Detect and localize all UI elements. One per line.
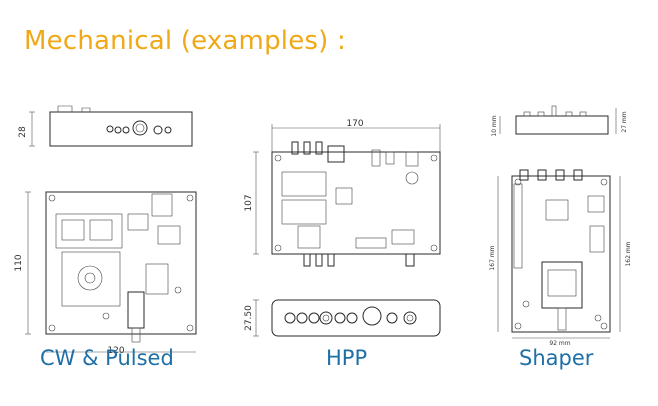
cw-dim-left: 110 bbox=[14, 254, 24, 271]
shaper-dim-left: 167 mm bbox=[489, 245, 496, 270]
hpp-drawing: 170 107 bbox=[244, 119, 441, 337]
cw-pulsed-drawing: 28 110 120 bbox=[14, 105, 197, 356]
hpp-dim-front: 27.50 bbox=[244, 305, 254, 331]
cw-pulsed-side-view: 28 bbox=[18, 105, 193, 147]
hpp-dim-width: 170 bbox=[346, 119, 363, 129]
shaper-caption: Shaper bbox=[519, 346, 594, 370]
shaper-dim-bottom: 92 mm bbox=[549, 340, 570, 347]
hpp-caption: HPP bbox=[326, 346, 368, 370]
shaper-drawing: 10 mm 27 mm 167 mm 162 mm bbox=[489, 105, 632, 347]
cw-dim-bottom: 120 bbox=[107, 346, 124, 356]
shaper-dim-top-right: 27 mm bbox=[621, 111, 628, 132]
shaper-plan-view: 167 mm 162 mm 92 mm bbox=[489, 169, 632, 347]
cw-pulsed-caption: CW & Pulsed bbox=[40, 346, 174, 370]
hpp-front-view: 27.50 bbox=[244, 299, 441, 337]
shaper-side-view: 10 mm 27 mm bbox=[491, 105, 628, 137]
shaper-dim-right: 162 mm bbox=[625, 241, 632, 266]
hpp-dim-height: 107 bbox=[244, 194, 254, 211]
cw-pulsed-plan-view: 110 120 bbox=[14, 191, 197, 356]
shaper-dim-top-left: 10 mm bbox=[491, 115, 498, 136]
hpp-plan-view: 170 107 bbox=[244, 119, 441, 267]
slide-title: Mechanical (examples) : bbox=[24, 26, 346, 56]
cw-dim-top: 28 bbox=[18, 126, 28, 138]
